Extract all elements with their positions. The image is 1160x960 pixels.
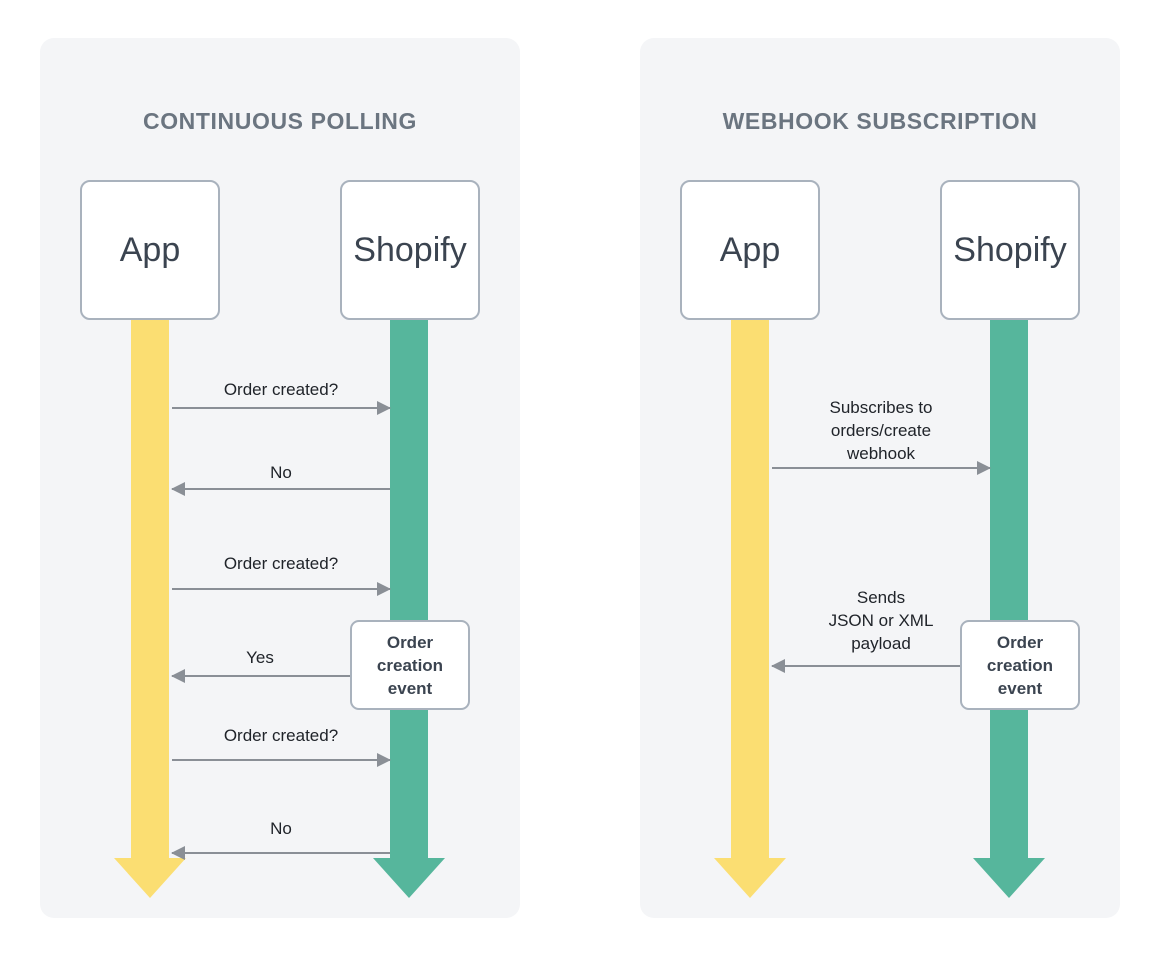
arrowhead-left-icon [171, 482, 185, 496]
message-arrow-yes [171, 669, 352, 683]
arrow-line [172, 675, 352, 677]
arrow-line [172, 488, 390, 490]
message-label-order-created-3: Order created? [223, 726, 339, 745]
arrowhead-left-icon [171, 846, 185, 860]
lifeline-arrowhead-icon [714, 858, 786, 898]
message-arrow-no-2 [171, 846, 390, 860]
actor-label: Shopify [353, 230, 467, 269]
lifeline-arrowhead-icon [373, 858, 445, 898]
message-label-no-1: No [270, 463, 292, 482]
arrowhead-right-icon [377, 582, 391, 596]
arrowhead-left-icon [171, 669, 185, 683]
event-box-label: Order creation event [376, 632, 444, 698]
arrowhead-left-icon [771, 659, 785, 673]
actor-box-app-webhook: App [680, 180, 820, 320]
message-arrow-order-created-3 [172, 753, 391, 767]
arrow-line [172, 588, 390, 590]
arrow-line [172, 407, 390, 409]
actor-label: App [119, 230, 181, 269]
arrow-line [172, 759, 390, 761]
arrowhead-right-icon [377, 753, 391, 767]
lifeline-shopify-polling [373, 320, 445, 898]
lifeline-app-webhook [714, 320, 786, 898]
message-arrow-no-1 [171, 482, 390, 496]
actor-box-shopify-webhook: Shopify [940, 180, 1080, 320]
message-label-order-created-1: Order created? [223, 380, 339, 399]
event-box-order-creation-webhook: Order creation event [960, 620, 1080, 710]
actor-label: Shopify [953, 230, 1067, 269]
actor-label: App [719, 230, 781, 269]
lifeline-shopify-webhook [973, 320, 1045, 898]
lifeline-arrowhead-icon [973, 858, 1045, 898]
lifeline-bar [990, 320, 1028, 860]
arrow-line [172, 852, 390, 854]
message-arrow-sends-payload [771, 659, 962, 673]
lifeline-bar [390, 320, 428, 860]
arrow-line [772, 467, 990, 469]
event-box-order-creation-polling: Order creation event [350, 620, 470, 710]
event-box-label: Order creation event [986, 632, 1054, 698]
message-label-order-created-2: Order created? [223, 554, 339, 573]
panel-webhook-subscription: WEBHOOK SUBSCRIPTION [640, 38, 1120, 918]
arrowhead-right-icon [377, 401, 391, 415]
message-arrow-subscribes [772, 461, 991, 475]
message-label-no-2: No [270, 819, 292, 838]
arrow-line [772, 665, 962, 667]
actor-box-shopify-polling: Shopify [340, 180, 480, 320]
actor-box-app-polling: App [80, 180, 220, 320]
panel-title-continuous-polling: CONTINUOUS POLLING [142, 108, 418, 134]
message-arrow-order-created-2 [172, 582, 391, 596]
panel-title-webhook-subscription: WEBHOOK SUBSCRIPTION [722, 108, 1038, 134]
lifeline-bar [131, 320, 169, 860]
message-label-yes: Yes [246, 648, 274, 667]
lifeline-arrowhead-icon [114, 858, 186, 898]
message-label-subscribes: Subscribes to orders/create webhook [829, 398, 933, 463]
message-label-sends-payload: Sends JSON or XML payload [828, 588, 934, 653]
message-arrow-order-created-1 [172, 401, 391, 415]
arrowhead-right-icon [977, 461, 991, 475]
lifeline-bar [731, 320, 769, 860]
lifeline-app-polling [114, 320, 186, 898]
